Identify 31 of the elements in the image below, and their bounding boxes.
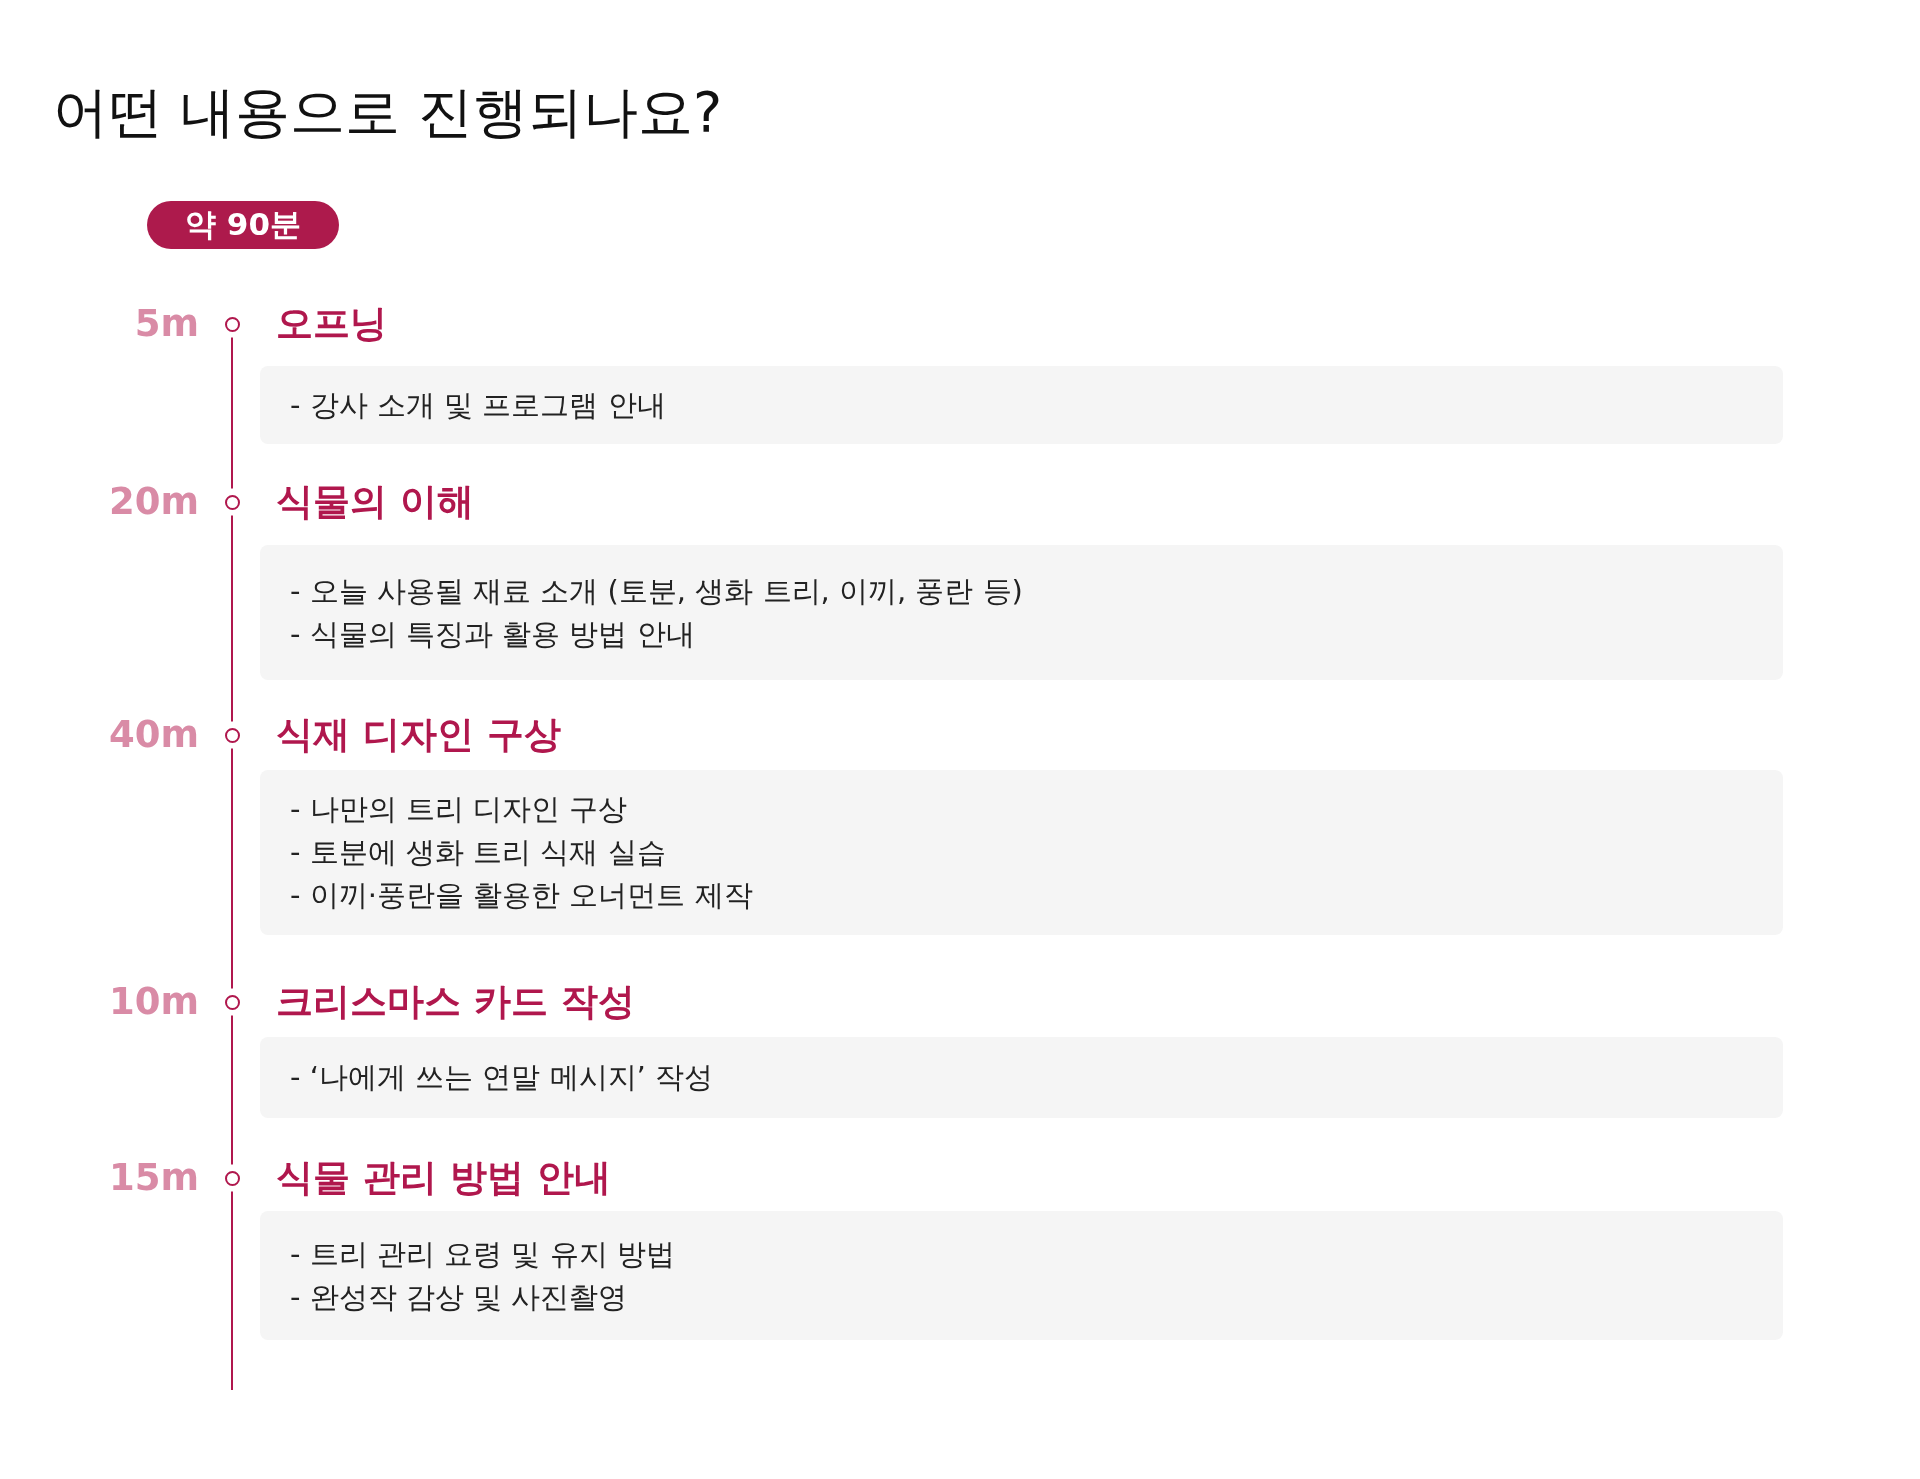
time-label: 10m xyxy=(108,979,199,1025)
section-heading: 식재 디자인 구상 xyxy=(276,712,561,758)
list-item: - 완성작 감상 및 사진촬영 xyxy=(290,1278,629,1316)
list-item: - 이끼·풍란을 활용한 오너먼트 제작 xyxy=(290,877,754,914)
list-item: - 식물의 특징과 활용 방법 안내 xyxy=(290,615,696,653)
section-heading: 크리스마스 카드 작성 xyxy=(276,979,635,1025)
ring-icon xyxy=(224,994,240,1010)
list-item: - 나만의 트리 디자인 구상 xyxy=(290,791,629,828)
page-title: 어떤 내용으로 진행되나요? xyxy=(53,80,723,144)
timeline-line xyxy=(231,1190,233,1391)
list-item: - 강사 소개 및 프로그램 안내 xyxy=(290,386,667,424)
section-heading: 오프닝 xyxy=(276,301,387,347)
timeline-line xyxy=(231,514,233,723)
ring-icon xyxy=(224,316,240,332)
section-heading: 식물 관리 방법 안내 xyxy=(276,1155,611,1201)
timeline-line xyxy=(231,1014,233,1166)
ring-icon xyxy=(224,1170,240,1186)
list-item: - 트리 관리 요령 및 유지 방법 xyxy=(290,1235,676,1273)
list-item: - 오늘 사용될 재료 소개 (토분, 생화 트리, 이끼, 풍란 등) xyxy=(290,572,1024,610)
timeline-line xyxy=(231,747,233,990)
time-label: 20m xyxy=(108,479,199,525)
time-label: 15m xyxy=(108,1155,199,1201)
ring-icon xyxy=(224,494,240,510)
duration-badge: 약 90분 xyxy=(147,201,339,249)
section-heading: 식물의 이해 xyxy=(276,479,474,525)
list-item: - 토분에 생화 트리 식재 실습 xyxy=(290,834,667,871)
time-label: 5m xyxy=(134,301,199,347)
ring-icon xyxy=(224,727,240,743)
list-item: - ‘나에게 쓰는 연말 메시지’ 작성 xyxy=(290,1059,714,1096)
time-label: 40m xyxy=(108,712,199,758)
timeline-line xyxy=(231,336,233,490)
